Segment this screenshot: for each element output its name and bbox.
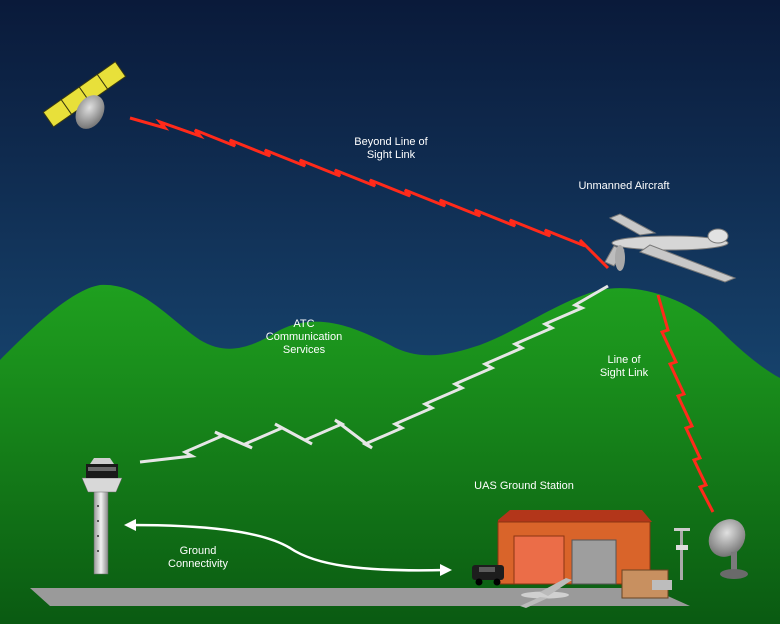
- los-link-label: Line of Sight Link: [599, 354, 649, 379]
- ground-connectivity-arrow: [129, 523, 446, 572]
- atc-services-label: ATC Communication Services: [265, 318, 343, 356]
- weather-station-icon: [674, 528, 690, 580]
- parked-aircraft-icon: [520, 578, 572, 608]
- los-link: [656, 294, 715, 513]
- control-tower-icon: [81, 458, 123, 575]
- arrowhead-left: [124, 519, 136, 531]
- bvlos-link-label: Beyond Line of Sight Link: [354, 136, 428, 161]
- satellite-dish-icon: [708, 519, 748, 579]
- bvlos-link: [129, 116, 610, 270]
- satellite-icon: [42, 61, 127, 129]
- ground-station-building-icon: [497, 510, 672, 599]
- unmanned-aircraft-label: Unmanned Aircraft: [578, 180, 670, 192]
- uas-ground-station-label: UAS Ground Station: [474, 480, 574, 492]
- unmanned-aircraft-icon: [604, 213, 737, 283]
- arrowhead-right: [440, 564, 452, 576]
- vehicle-icon: [472, 565, 504, 586]
- atc-link: [139, 284, 609, 464]
- runway: [30, 588, 690, 606]
- ground-connectivity-label: Ground Connectivity: [168, 545, 228, 570]
